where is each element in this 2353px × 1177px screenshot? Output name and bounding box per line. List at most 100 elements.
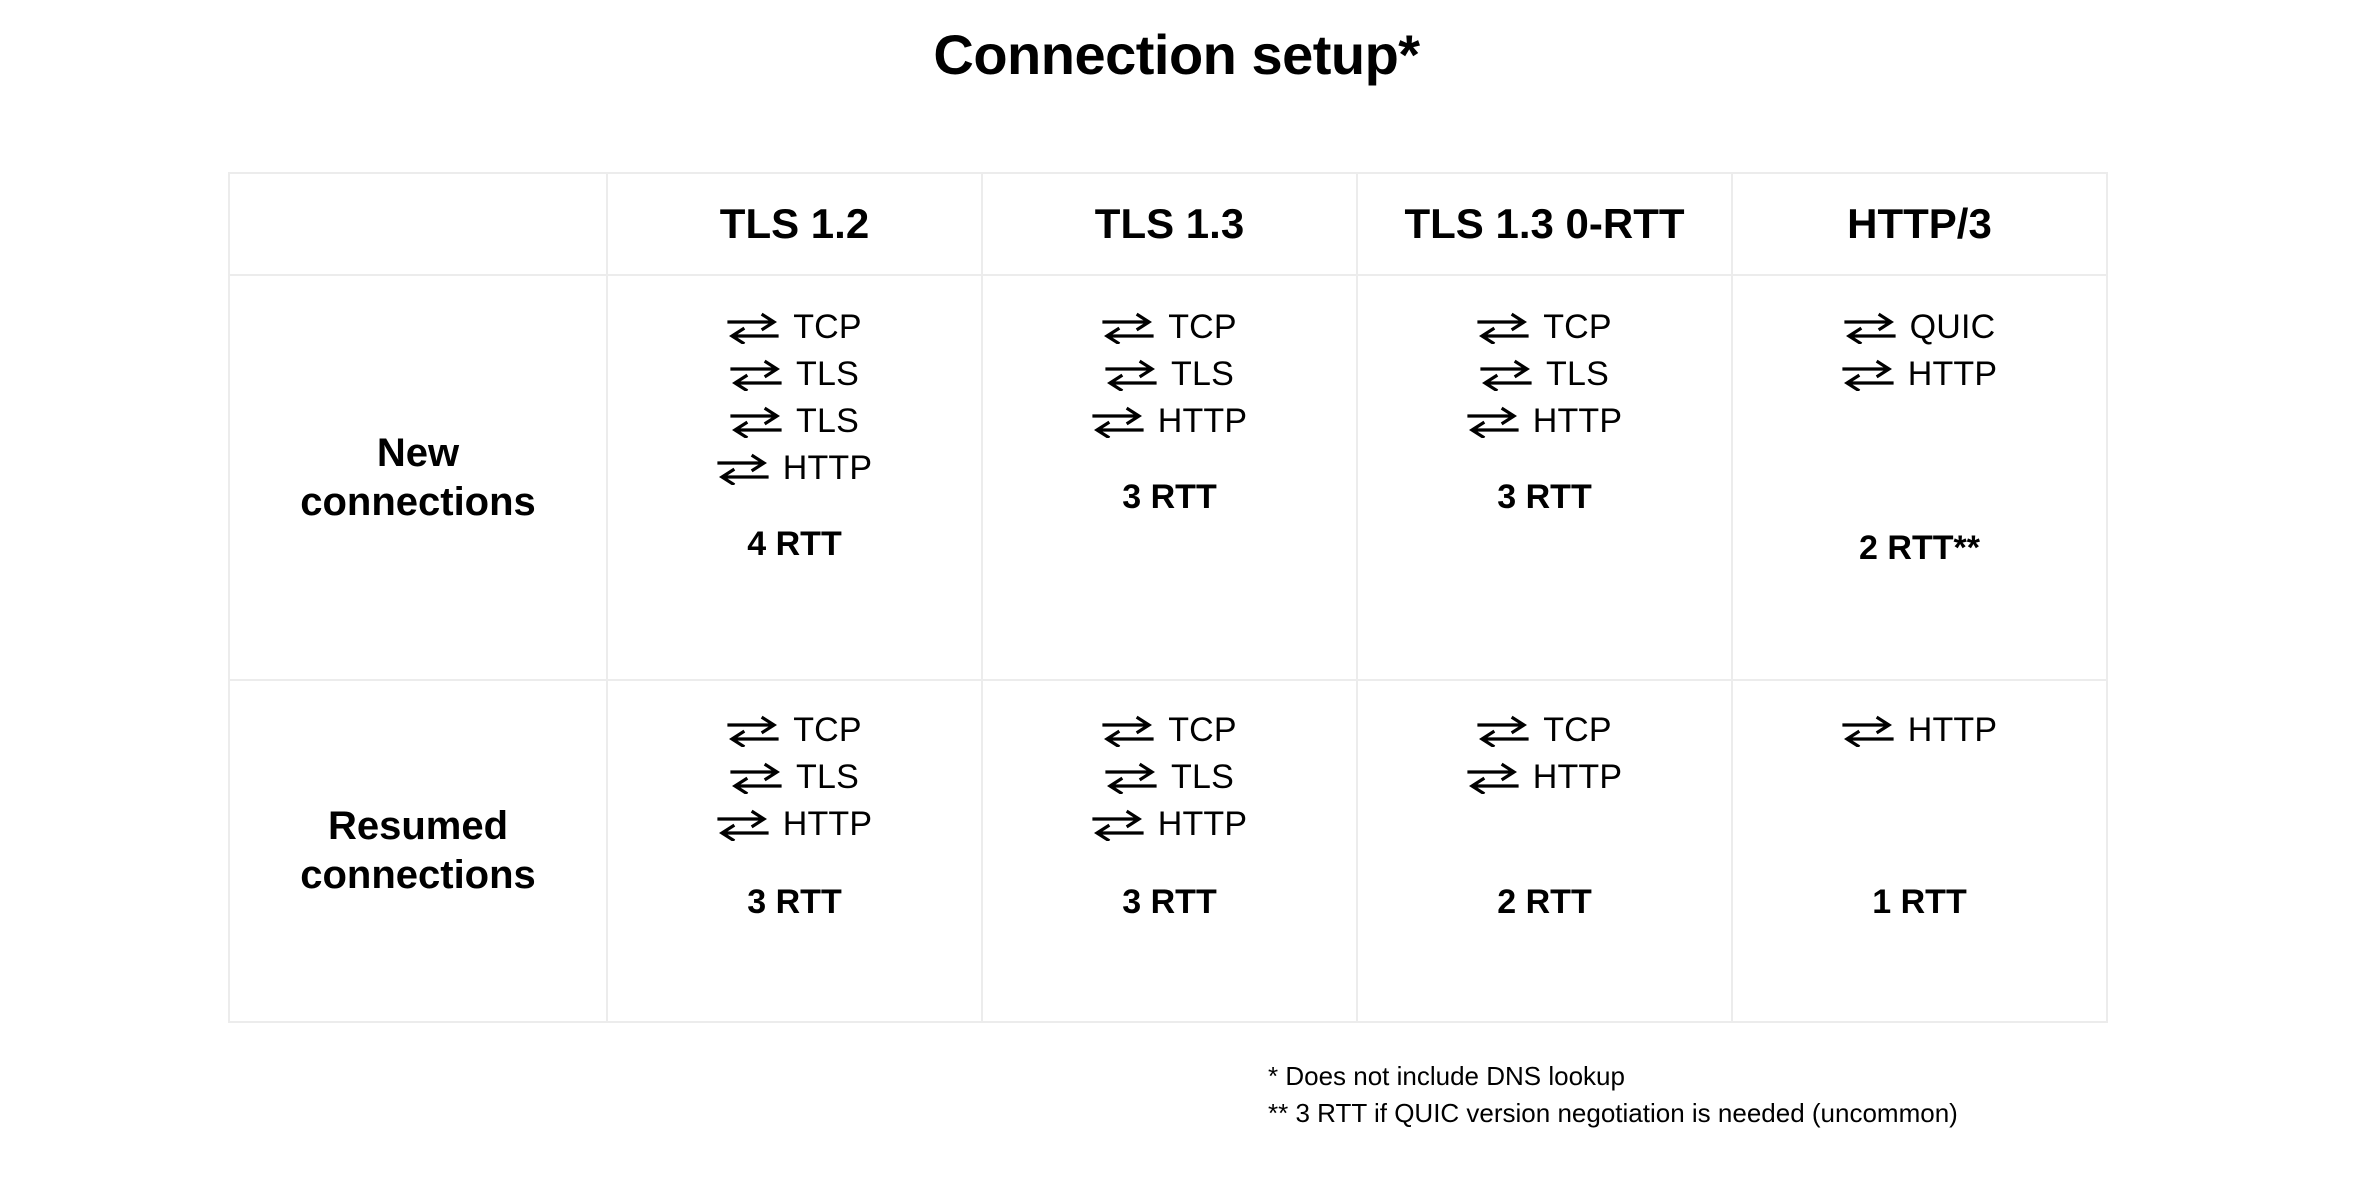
- step-item: TLS: [730, 404, 859, 438]
- bidirectional-arrows-icon: [1477, 310, 1529, 344]
- bidirectional-arrows-icon: [1843, 310, 1896, 344]
- bidirectional-arrows-icon: [1102, 713, 1154, 747]
- rtt-total: 3 RTT: [747, 883, 842, 921]
- cell-new-tls12: TCP TLS TLS: [606, 274, 983, 681]
- step-label: TLS: [796, 758, 859, 796]
- step-label: HTTP: [1907, 355, 1998, 393]
- step-item: HTTP: [1092, 404, 1248, 438]
- step-label: HTTP: [1157, 805, 1248, 843]
- step-item: TCP: [1477, 310, 1612, 344]
- connection-setup-table-container: TLS 1.2 TLS 1.3 TLS 1.3 0-RTT HTTP/3 New…: [228, 172, 2108, 1023]
- step-label: TLS: [1546, 355, 1609, 393]
- step-item: HTTP: [1842, 357, 1998, 391]
- bidirectional-arrows-icon: [1480, 357, 1532, 391]
- rtt-total: 1 RTT: [1872, 883, 1967, 921]
- footnote-dns: * Does not include DNS lookup: [1268, 1061, 1625, 1091]
- step-label: TLS: [1171, 758, 1234, 796]
- step-list: TCP TLS TLS: [717, 310, 873, 485]
- cell-new-tls13: TCP TLS HTTP: [981, 274, 1358, 681]
- bidirectional-arrows-icon: [727, 713, 779, 747]
- bidirectional-arrows-icon: [1467, 404, 1519, 438]
- rtt-total: 2 RTT**: [1859, 529, 1980, 567]
- step-item: HTTP: [1467, 404, 1623, 438]
- step-item: TLS: [1105, 760, 1234, 794]
- footnote-quic-version: ** 3 RTT if QUIC version negotiation is …: [1268, 1097, 1958, 1128]
- step-label: TCP: [1168, 308, 1237, 346]
- rtt-total: 3 RTT: [1122, 478, 1217, 516]
- rtt-total: 3 RTT: [1497, 478, 1592, 516]
- bidirectional-arrows-icon: [1102, 310, 1154, 344]
- cell-new-tls13-0rtt: TCP TLS HTTP: [1356, 274, 1733, 681]
- step-list: TCP TLS HTTP: [717, 713, 873, 841]
- bidirectional-arrows-icon: [1105, 760, 1157, 794]
- bidirectional-arrows-icon: [717, 807, 769, 841]
- step-list: TCP TLS HTTP: [1467, 310, 1623, 438]
- bidirectional-arrows-icon: [717, 451, 769, 485]
- bidirectional-arrows-icon: [1092, 404, 1144, 438]
- step-label: TCP: [793, 308, 862, 346]
- step-list: TCP HTTP: [1467, 713, 1623, 794]
- step-item: HTTP: [1842, 713, 1998, 747]
- table-corner-cell: [228, 172, 608, 276]
- cell-resumed-http3: HTTP 1 RTT: [1731, 679, 2108, 1023]
- step-item: TLS: [730, 760, 859, 794]
- step-item: HTTP: [1092, 807, 1248, 841]
- bidirectional-arrows-icon: [730, 357, 782, 391]
- cell-resumed-tls13-0rtt: TCP HTTP 2 RTT: [1356, 679, 1733, 1023]
- step-item: TCP: [727, 310, 862, 344]
- table-row-resumed-connections: Resumed connections TCP TLS: [228, 679, 2108, 1023]
- bidirectional-arrows-icon: [730, 404, 782, 438]
- column-header-tls13: TLS 1.3: [981, 172, 1358, 276]
- cell-resumed-tls13: TCP TLS HTTP: [981, 679, 1358, 1023]
- step-item: TLS: [1480, 357, 1609, 391]
- table-header-row: TLS 1.2 TLS 1.3 TLS 1.3 0-RTT HTTP/3: [228, 172, 2108, 276]
- step-label: HTTP: [782, 805, 873, 843]
- step-list: TCP TLS HTTP: [1092, 310, 1248, 438]
- bidirectional-arrows-icon: [730, 760, 782, 794]
- bidirectional-arrows-icon: [1105, 357, 1157, 391]
- bidirectional-arrows-icon: [1477, 713, 1529, 747]
- step-item: TLS: [730, 357, 859, 391]
- step-item: HTTP: [1467, 760, 1623, 794]
- step-label: TLS: [1171, 355, 1234, 393]
- step-label: TCP: [1168, 711, 1237, 749]
- bidirectional-arrows-icon: [1467, 760, 1519, 794]
- step-item: TCP: [1102, 310, 1237, 344]
- cell-resumed-tls12: TCP TLS HTTP: [606, 679, 983, 1023]
- column-header-tls13-0rtt: TLS 1.3 0-RTT: [1356, 172, 1733, 276]
- rtt-total: 3 RTT: [1122, 883, 1217, 921]
- row-label-new-connections: New connections: [228, 274, 608, 681]
- step-item: TCP: [727, 713, 862, 747]
- bidirectional-arrows-icon: [1842, 357, 1894, 391]
- rtt-total: 2 RTT: [1497, 883, 1592, 921]
- step-label: HTTP: [1907, 711, 1998, 749]
- footnotes: * Does not include DNS lookup ** 3 RTT i…: [1268, 1058, 1958, 1132]
- rtt-total: 4 RTT: [747, 525, 842, 563]
- step-label: TCP: [1543, 308, 1612, 346]
- column-header-http3: HTTP/3: [1731, 172, 2108, 276]
- step-label: TLS: [796, 402, 859, 440]
- step-label: HTTP: [1532, 758, 1623, 796]
- step-item: TCP: [1102, 713, 1237, 747]
- step-item: HTTP: [717, 451, 873, 485]
- bidirectional-arrows-icon: [727, 310, 779, 344]
- step-item: QUIC: [1843, 308, 1996, 346]
- step-label: TLS: [796, 355, 859, 393]
- step-label: QUIC: [1909, 308, 1996, 346]
- step-item: TLS: [1105, 357, 1234, 391]
- page-title: Connection setup*: [933, 23, 1420, 86]
- column-header-tls12: TLS 1.2: [606, 172, 983, 276]
- step-list: TCP TLS HTTP: [1092, 713, 1248, 841]
- step-label: TCP: [793, 711, 862, 749]
- bidirectional-arrows-icon: [1842, 713, 1894, 747]
- connection-setup-table: TLS 1.2 TLS 1.3 TLS 1.3 0-RTT HTTP/3 New…: [228, 172, 2108, 1023]
- cell-new-http3: QUIC HTTP 2 RTT**: [1731, 274, 2108, 681]
- step-item: TCP: [1477, 713, 1612, 747]
- step-label: HTTP: [1532, 402, 1623, 440]
- step-label: TCP: [1543, 711, 1612, 749]
- step-list: QUIC HTTP: [1842, 310, 1998, 391]
- step-item: HTTP: [717, 807, 873, 841]
- row-label-resumed-connections: Resumed connections: [228, 679, 608, 1023]
- table-row-new-connections: New connections TCP TLS: [228, 274, 2108, 681]
